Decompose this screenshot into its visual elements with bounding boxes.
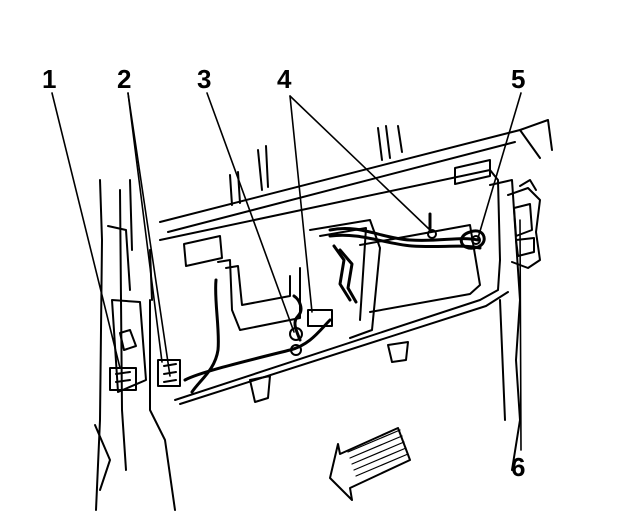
window-frame <box>159 119 553 233</box>
callout-6: 6 <box>511 452 526 482</box>
harness-connectors <box>109 229 481 391</box>
leader-6 <box>519 219 522 451</box>
access-opening <box>183 219 481 403</box>
direction-arrow-icon <box>329 427 411 501</box>
leader-2b <box>127 92 171 377</box>
callout-1: 1 <box>42 64 57 94</box>
callout-2: 2 <box>117 64 132 94</box>
callout-4: 4 <box>277 64 292 94</box>
door-inner-panel <box>149 169 521 511</box>
leader-2 <box>127 92 163 363</box>
door-pillar <box>94 179 153 511</box>
leader-1 <box>51 92 121 369</box>
door-latch-assembly <box>507 179 541 269</box>
leader-4b <box>289 95 431 231</box>
leader-5 <box>477 92 522 239</box>
callout-3: 3 <box>197 64 212 94</box>
callout-leaders <box>51 92 522 451</box>
leader-4a <box>289 95 313 313</box>
wiring-harness <box>183 212 486 394</box>
leader-3 <box>206 92 295 333</box>
callout-5: 5 <box>511 64 526 94</box>
